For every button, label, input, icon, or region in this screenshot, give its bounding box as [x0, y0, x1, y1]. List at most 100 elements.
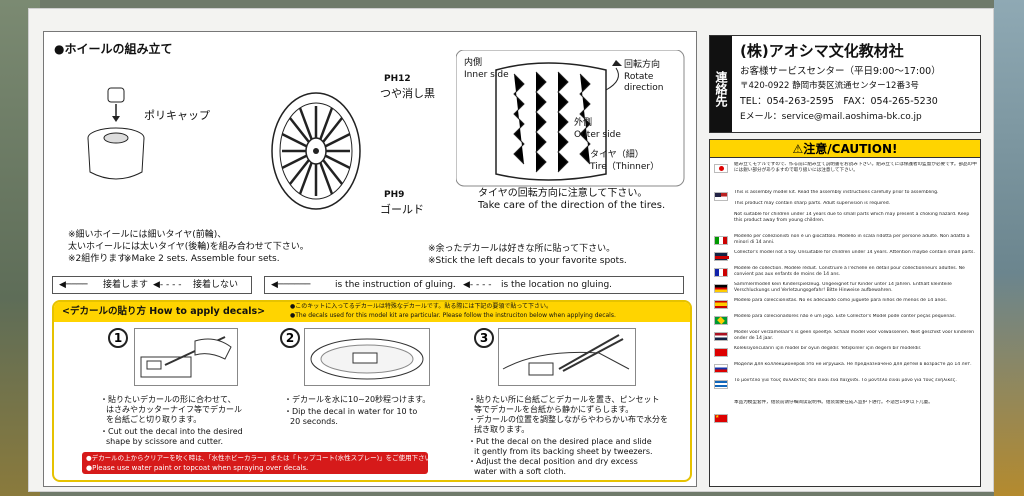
legend-glue-box-en: ◀────── is the instruction of gluing. ◀-…	[264, 276, 684, 294]
decals-note-jp: ●このキットに入ってるデカールは特殊なデカールです。貼る際には下記の要領で貼って…	[290, 303, 553, 310]
extra-decal-en: ※Stick the left decals to your favorite …	[428, 256, 627, 266]
caution-en-3: Not suitable for children under 14 years…	[734, 212, 970, 223]
tire-inner-jp: 内側	[464, 58, 483, 68]
caution-de: Sammlermodell kein Kinderspielzeug. Unge…	[734, 282, 952, 293]
step3-en-2: it gently from its backing sheet by twee…	[474, 447, 653, 456]
caution-cn: 本品为模型套件，组装前请仔细阅读说明书。组装需要在成人监护下进行。不适合14岁以…	[734, 400, 933, 405]
legend-arrow-dashed: ◀- - - -	[153, 280, 182, 290]
step1-image	[134, 328, 238, 386]
caution-row-de: Sammlermodell kein Kinderspielzeug. Unge…	[714, 282, 976, 296]
legend-glue-jp: 接着します	[103, 280, 149, 290]
decals-header: <デカールの貼り方 How to apply decals> ●このキットに入っ…	[54, 302, 690, 322]
maker-tel-fax: TEL：054-263-2595 FAX：054-265-5230	[740, 96, 938, 107]
background-right	[994, 0, 1024, 496]
tire-diagram	[456, 50, 685, 187]
caution-row-uk: Collector's model not a toy. Unsuitable …	[714, 250, 976, 264]
caution-nl: Model voor verzamelaar's is geen speeltj…	[734, 330, 975, 341]
note-jp-3: ※2組作ります。	[68, 254, 135, 264]
step2-en-2: 20 seconds.	[290, 417, 338, 426]
maker-address: 〒420-0922 静岡市葵区流通センター12番3号	[740, 81, 919, 91]
caution-en-2: This product may contain sharp parts. Ad…	[734, 201, 891, 206]
step3-jp-1: ・貼りたい所に台紙ごとデカールを置き、ピンセット	[468, 395, 660, 404]
caution-row-jp: 組み立てモデルですので、作る前に組み立て説明書をお読み下さい。組み立てには保護者…	[714, 162, 977, 188]
assembly-panel: ●ホイールの組み立て ポリキャップ	[43, 31, 697, 487]
flag-ru-icon	[714, 364, 728, 373]
step2-jp: ・デカールを水に10~20秒程つけます。	[284, 395, 431, 404]
water-dish-icon	[310, 338, 424, 380]
caution-row-gr: Το μοντέλο για τους συλλέκτες δεν είναι …	[714, 378, 976, 392]
decals-note-en: ●The decals used for this model kit are …	[290, 312, 616, 319]
extra-decal-jp: ※余ったデカールは好きな所に貼って下さい。	[428, 244, 616, 254]
tire-caution-jp: タイヤの回転方向に注意して下さい。	[478, 188, 648, 199]
flag-tr-icon	[714, 348, 728, 357]
caution-en-1: This is assembly model kit. Read the ass…	[734, 190, 939, 195]
flag-jp-icon	[714, 164, 728, 173]
caution-jp-text: 組み立てモデルですので、作る前に組み立て説明書をお読み下さい。組み立てには保護者…	[734, 162, 977, 173]
right-column: 連絡先 (株)アオシマ文化教材社 お客様サービスセンター（平日9:00～17:0…	[709, 31, 981, 487]
caution-gr: Το μοντέλο για τους συλλέκτες δεν είναι …	[734, 378, 957, 383]
polycap-label: ポリキャップ	[144, 109, 210, 122]
scissors-cutting-icon	[140, 336, 232, 378]
company-name: (株)アオシマ文化教材社	[740, 42, 904, 60]
tire-rotate-en-2: direction	[624, 83, 664, 93]
step3-en-3: ・Adjust the decal position and dry exces…	[468, 457, 638, 466]
flag-br-icon	[714, 316, 728, 325]
legend-noglue-jp: 接着しない	[193, 280, 239, 290]
step1-jp-1: ・貼りたいデカールの形に合わせて、	[100, 395, 236, 404]
decals-title: <デカールの貼り方 How to apply decals>	[62, 306, 266, 317]
step3-en-1: ・Put the decal on the desired place and …	[468, 437, 652, 446]
polycap-illustration	[87, 87, 145, 180]
step1-en-2: shape by scissore and cutter.	[106, 437, 223, 446]
ph9-code: PH9	[384, 190, 405, 200]
caution-br: Modelo para colecionadores não é um jogo…	[734, 314, 956, 319]
tire-outer-en: Outer side	[574, 130, 621, 140]
step2-en-1: ・Dip the decal in water for 10 to	[284, 407, 418, 416]
step1-jp-2: はさみやカッターナイフ等でデカール	[106, 405, 242, 414]
step3-jp-3: ・デカールの位置を調整しながらやわらかい布で水分を	[468, 415, 668, 424]
caution-row-tr: Koleksiyoncuların için model bir oyun de…	[714, 346, 976, 360]
wheel-illustration	[271, 92, 361, 210]
tire-rotate-jp: 回転方向	[624, 60, 661, 70]
caution-ru: Модели для коллекционеров это не игрушка…	[734, 362, 972, 367]
warn-jp: ●デカールの上からクリアーを吹く時は、「水性ホビーカラー」または「トップコート(…	[86, 454, 438, 462]
topcoat-warning: ●デカールの上からクリアーを吹く時は、「水性ホビーカラー」または「トップコート(…	[82, 452, 438, 474]
caution-row-fr: Modèle de collection. Modèle réduit. Con…	[714, 266, 976, 280]
step3-image	[498, 328, 636, 386]
flag-us-icon	[714, 192, 728, 201]
caution-title: ⚠注意/CAUTION!	[710, 140, 980, 158]
flag-fr-icon	[714, 268, 728, 277]
flag-gr-icon	[714, 380, 728, 389]
flag-it-icon	[714, 236, 728, 245]
flag-nl-icon	[714, 332, 728, 341]
note-jp-1: ※細いホイールには細いタイヤ(前輪)、	[68, 230, 227, 240]
tire-caution-en: Take care of the direction of the tires.	[478, 200, 666, 211]
note-en: ※Make 2 sets. Assemble four sets.	[124, 254, 280, 264]
caution-row-cn: ★ 本品为模型套件，组装前请仔细阅读说明书。组装需要在成人监护下进行。不适合14…	[714, 400, 976, 460]
tire-outer-jp: 外側	[574, 118, 593, 128]
maker-email: Eメール：service@mail.aoshima-bk.co.jp	[740, 112, 922, 122]
flag-cn-icon: ★	[714, 414, 728, 423]
wheel-assembly-title: ●ホイールの組み立て	[54, 42, 173, 56]
caution-row-br: Modelo para colecionadores não é um jogo…	[714, 314, 976, 328]
caution-row-en: This is assembly model kit. Read the ass…	[714, 190, 976, 228]
caution-row-it: Modello per collezionisti non è un gioca…	[714, 234, 976, 248]
tire-type-en: Tire（Thinner）	[590, 162, 660, 172]
decals-section: <デカールの貼り方 How to apply decals> ●このキットに入っ…	[52, 300, 692, 482]
caution-box: ⚠注意/CAUTION! 組み立てモデルですので、作る前に組み立て説明書をお読み…	[709, 139, 981, 487]
caution-tr: Koleksiyoncuların için model bir oyun de…	[734, 346, 922, 351]
ph9-label: ゴールド	[380, 203, 424, 216]
caution-it: Modello per collezionisti non è un gioca…	[734, 234, 970, 245]
legend-arrow-solid: ◀────	[59, 280, 88, 290]
step1-jp-3: を台紙ごと切り取ります。	[106, 415, 202, 424]
step3-en-4: water with a soft cloth.	[474, 467, 566, 476]
ph12-code: PH12	[384, 74, 411, 84]
instruction-sheet: ●ホイールの組み立て ポリキャップ	[28, 8, 994, 492]
legend-arrow-solid-en: ◀──────	[271, 280, 311, 290]
flag-de-icon	[714, 284, 728, 293]
caution-fr: Modèle de collection. Modèle réduit. Con…	[734, 266, 965, 277]
ph12-label: つや消し黒	[380, 87, 435, 100]
caution-row-ru: Модели для коллекционеров это не игрушка…	[714, 362, 976, 376]
maker-contact-box: 連絡先 (株)アオシマ文化教材社 お客様サービスセンター（平日9:00～17:0…	[709, 35, 981, 133]
caution-uk: Collector's model not a toy. Unsuitable …	[734, 250, 975, 255]
flag-uk-icon	[714, 252, 729, 261]
